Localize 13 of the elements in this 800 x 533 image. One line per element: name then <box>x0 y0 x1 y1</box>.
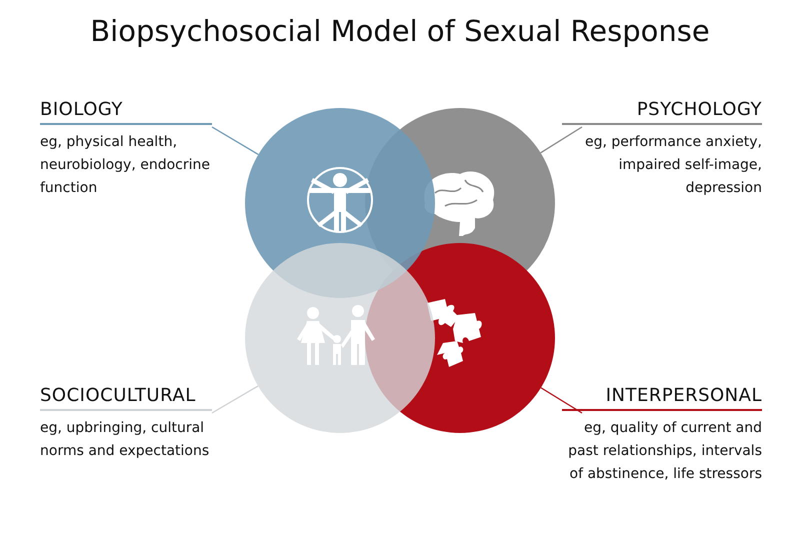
description-text: eg, quality of current and past relationships, intervals of abstinence, life stressors <box>567 419 762 484</box>
description-text: eg, physical health, neurobiology, endocrine function <box>40 133 212 198</box>
leader-line <box>212 126 259 156</box>
diagram-title: Biopsychosocial Model of Sexual Response <box>89 14 711 48</box>
section-heading: INTERPERSONAL <box>562 385 762 411</box>
leader-line <box>212 385 258 414</box>
leader-line <box>540 126 582 154</box>
section-heading: PSYCHOLOGY <box>562 99 762 125</box>
section-heading: BIOLOGY <box>40 99 212 125</box>
description-text: eg, performance anxiety, impaired self-image, depression <box>584 133 762 198</box>
leader-line <box>540 387 582 414</box>
description-text: eg, upbringing, cultural norms and expectations <box>40 419 210 461</box>
section-heading: SOCIOCULTURAL <box>40 385 212 411</box>
